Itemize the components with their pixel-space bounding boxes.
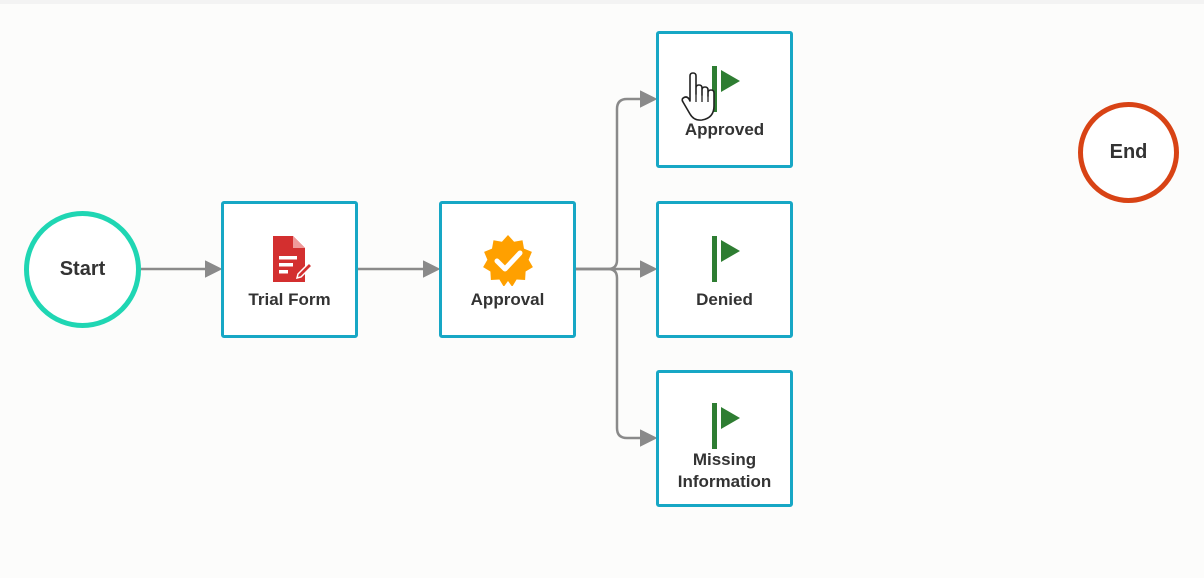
edge-approval-to-approved xyxy=(576,90,658,271)
approval-label: Approval xyxy=(470,290,545,309)
missing-information-step[interactable]: Missing Information xyxy=(656,370,793,507)
approved-step[interactable]: Approved xyxy=(656,31,793,168)
missing-information-label: Missing Information xyxy=(659,449,790,493)
trial-form-step[interactable]: Trial Form xyxy=(221,201,358,338)
flag-icon xyxy=(708,403,742,458)
approval-badge-icon xyxy=(482,234,534,291)
flag-icon xyxy=(708,64,742,119)
approval-step[interactable]: Approval xyxy=(439,201,576,338)
missing-information-label-line2: Information xyxy=(677,472,772,491)
end-label: End xyxy=(1109,141,1148,163)
approved-label: Approved xyxy=(684,120,765,139)
flag-icon xyxy=(708,234,742,289)
hand-pointer-cursor-icon xyxy=(680,72,720,129)
form-document-icon xyxy=(267,234,313,289)
top-border xyxy=(0,0,1204,4)
start-label: Start xyxy=(59,258,106,280)
edge-approval-to-missing-information xyxy=(576,267,658,447)
trial-form-label: Trial Form xyxy=(248,290,331,309)
denied-label: Denied xyxy=(696,290,753,309)
missing-information-label-line1: Missing xyxy=(692,450,757,469)
start-node[interactable]: Start xyxy=(24,211,141,328)
denied-step[interactable]: Denied xyxy=(656,201,793,338)
end-node[interactable]: End xyxy=(1078,102,1179,203)
